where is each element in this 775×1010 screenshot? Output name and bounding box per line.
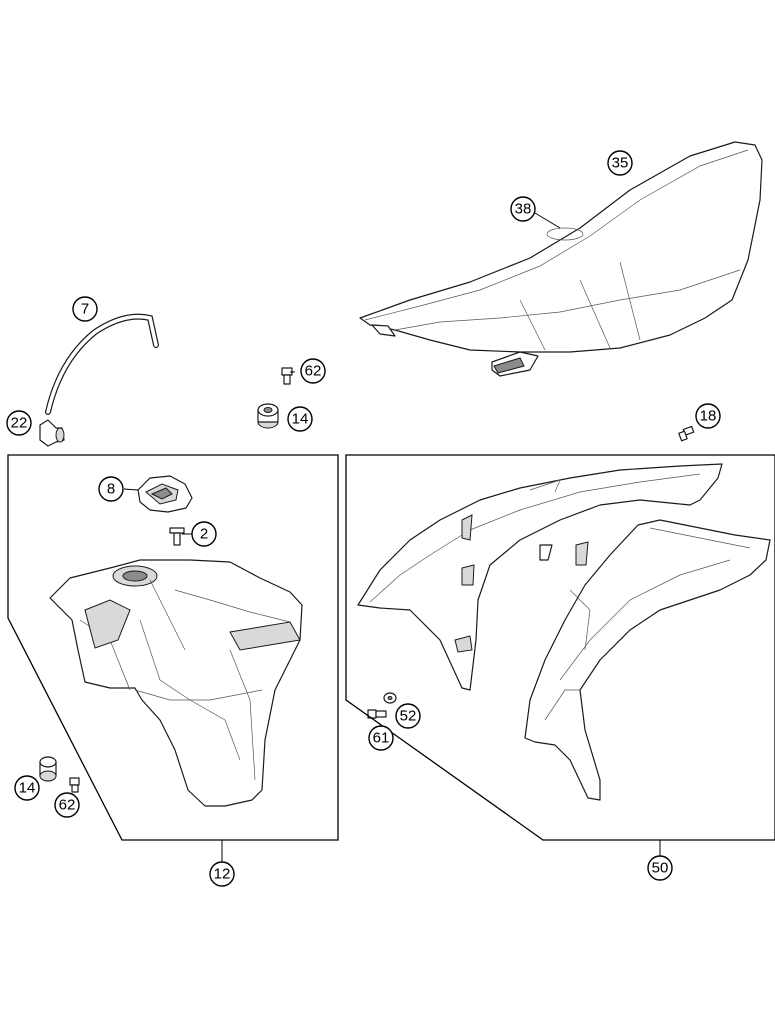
callout-12: 12 bbox=[209, 861, 235, 887]
callout-label: 14 bbox=[292, 411, 309, 428]
callout-label: 38 bbox=[515, 201, 532, 218]
callout-label: 18 bbox=[700, 408, 717, 425]
callout-label: 62 bbox=[305, 363, 322, 380]
callout-18: 18 bbox=[695, 403, 721, 429]
callout-label: 2 bbox=[200, 526, 208, 543]
shroud-group-frame bbox=[345, 454, 775, 858]
callout-label: 50 bbox=[652, 860, 669, 877]
fuel-cap-drawing bbox=[137, 475, 193, 513]
callout-label: 7 bbox=[81, 301, 89, 318]
tank-group-frame bbox=[7, 454, 339, 862]
fuel-tank-drawing bbox=[49, 559, 303, 807]
callout-52: 52 bbox=[395, 703, 421, 729]
callout-62-bottom: 62 bbox=[54, 792, 80, 818]
callout-38: 38 bbox=[510, 196, 536, 222]
callout-14-top: 14 bbox=[287, 406, 313, 432]
callout-label: 62 bbox=[59, 797, 76, 814]
fuel-hose-drawing bbox=[39, 313, 159, 447]
callout-35: 35 bbox=[607, 150, 633, 176]
callout-8: 8 bbox=[98, 476, 124, 502]
leader-lines bbox=[123, 212, 561, 535]
callout-22: 22 bbox=[6, 410, 32, 436]
radiator-shrouds-drawing bbox=[357, 463, 771, 801]
callout-label: 8 bbox=[107, 481, 115, 498]
callout-50: 50 bbox=[647, 855, 673, 881]
callout-2: 2 bbox=[191, 521, 217, 547]
callout-14-bottom: 14 bbox=[14, 775, 40, 801]
callout-label: 61 bbox=[373, 730, 390, 747]
callout-label: 35 bbox=[612, 155, 629, 172]
callout-7: 7 bbox=[72, 296, 98, 322]
callout-label: 12 bbox=[214, 866, 231, 883]
callout-label: 22 bbox=[11, 415, 28, 432]
seat-drawing bbox=[359, 141, 763, 377]
hardware-drawings bbox=[39, 367, 695, 793]
callout-label: 14 bbox=[19, 780, 36, 797]
callout-62-top: 62 bbox=[300, 358, 326, 384]
callout-61: 61 bbox=[368, 725, 394, 751]
callout-label: 52 bbox=[400, 708, 417, 725]
